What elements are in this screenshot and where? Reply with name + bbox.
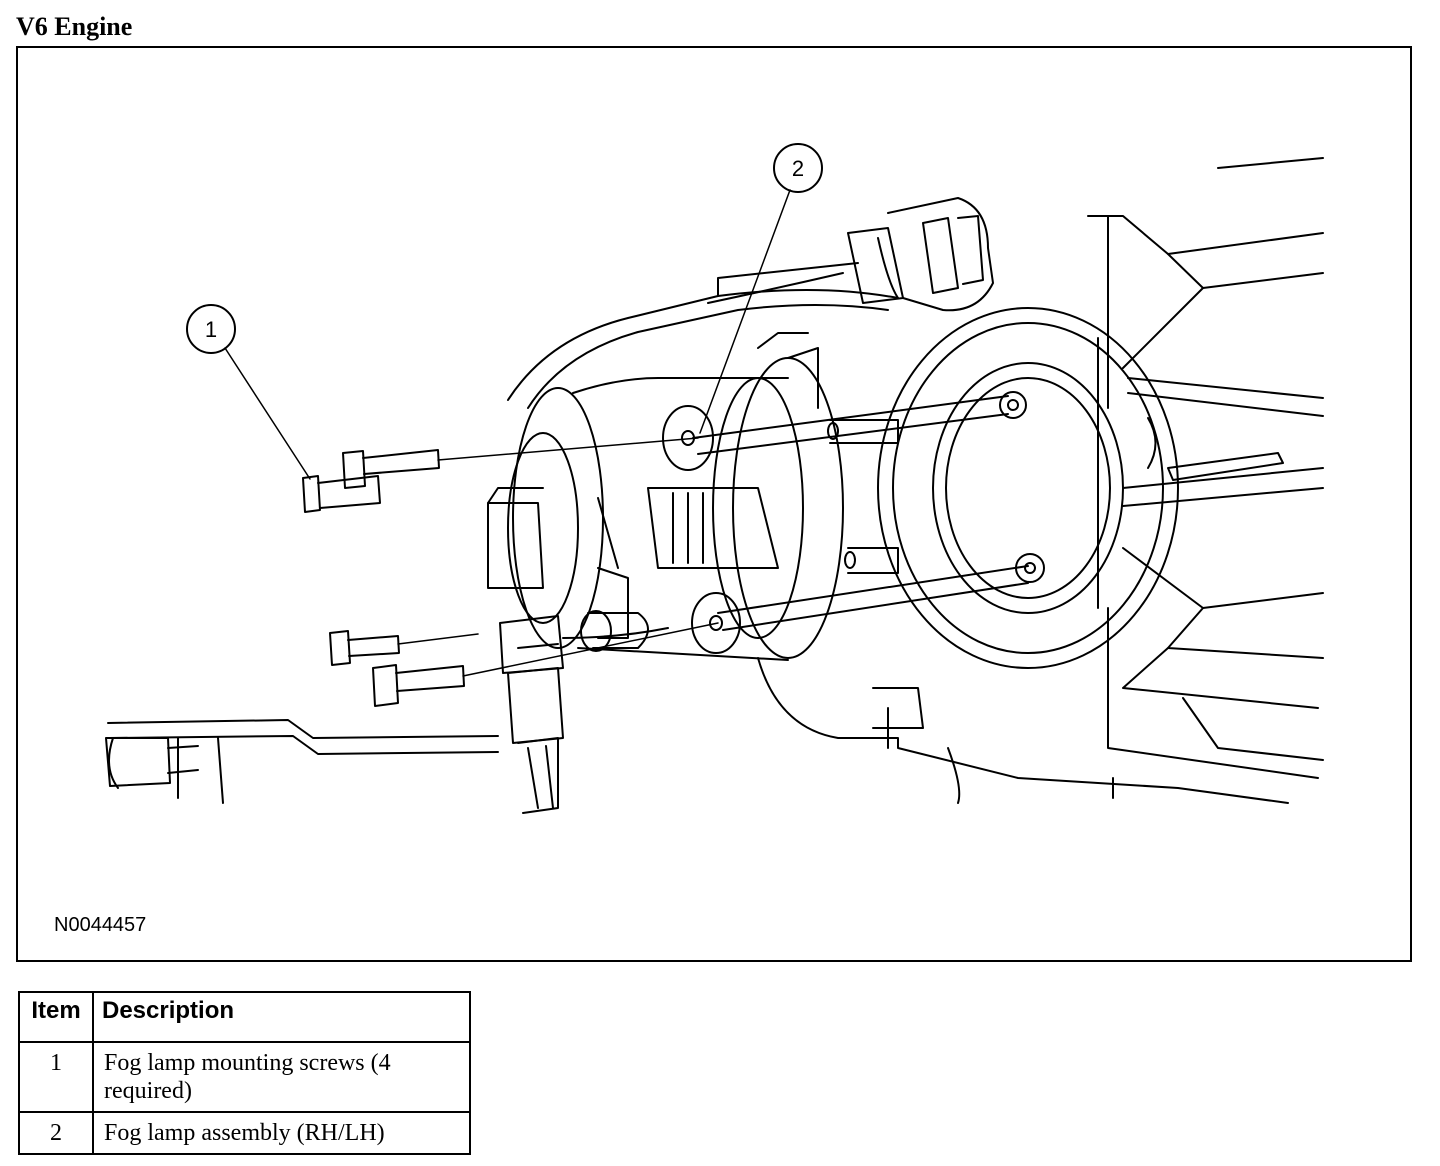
- item-number: 1: [18, 1041, 94, 1113]
- bumper-structure: [1087, 157, 1324, 779]
- fog-lamp-body: [487, 332, 844, 661]
- item-number: 2: [18, 1111, 94, 1155]
- table-row: 2 Fog lamp assembly (RH/LH): [18, 1111, 471, 1155]
- callout-1: 1: [186, 304, 311, 480]
- page-title: V6 Engine: [16, 12, 133, 41]
- fog-lamp-illustration: 1 2: [105, 143, 1324, 814]
- item-description: Fog lamp mounting screws (4 required): [92, 1041, 471, 1113]
- callout-2: 2: [699, 143, 823, 434]
- legend-table: Item Description 1 Fog lamp mounting scr…: [18, 991, 471, 1155]
- illustration-frame: 1 2 N0044457: [16, 46, 1412, 962]
- bumper-opening: [877, 307, 1179, 669]
- lower-trim: [107, 657, 1324, 804]
- table-row: 1 Fog lamp mounting screws (4 required): [18, 1041, 471, 1113]
- callout-2-number: 2: [792, 156, 804, 181]
- callout-1-number: 1: [205, 317, 217, 342]
- item-description: Fog lamp assembly (RH/LH): [92, 1111, 471, 1155]
- legend-header-row: Item Description: [18, 991, 471, 1043]
- mounting-bosses: [580, 391, 1045, 654]
- lower-connector: [499, 615, 669, 814]
- upper-connector: [707, 197, 994, 312]
- mounting-bracket: [507, 237, 899, 409]
- item-column-header: Item: [18, 991, 94, 1043]
- mounting-screws: [302, 437, 719, 707]
- side-connector: [105, 737, 199, 787]
- description-column-header: Description: [92, 991, 471, 1043]
- figure-number: N0044457: [54, 914, 147, 936]
